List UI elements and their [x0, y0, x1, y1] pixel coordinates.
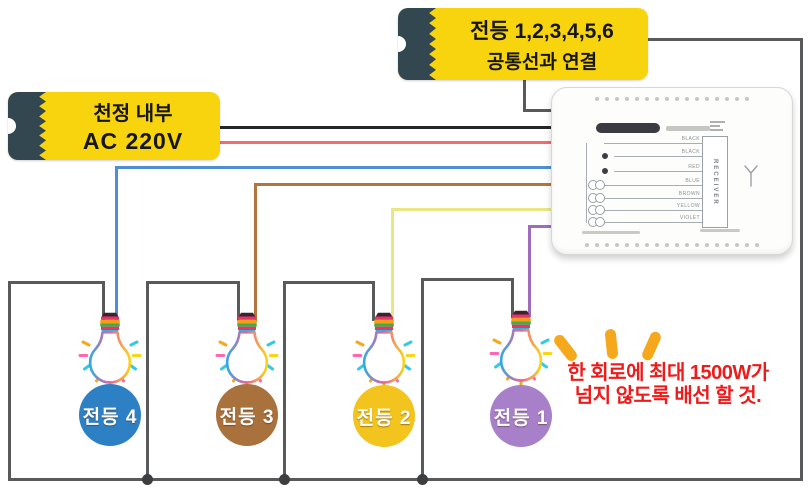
bulb-cap	[100, 312, 120, 333]
lamp3-label-badge: 전등 3	[216, 384, 278, 446]
print-row-black2: BLACK	[602, 149, 702, 159]
print-row-label: BLACK	[681, 149, 700, 155]
print-row-label: BLUE	[685, 178, 700, 184]
print-row-label: BROWN	[678, 191, 700, 197]
vent-dots-top	[552, 97, 792, 101]
cert-mark-icon	[710, 119, 730, 135]
bulb-lamp2	[352, 312, 416, 389]
print-row-yellow: YELLOW	[588, 203, 702, 215]
wire-lamp2-yellow-horizontal	[391, 208, 555, 211]
wire-lamp2-yellow-drop	[391, 208, 394, 322]
wire-lamp3-hook-drop	[237, 281, 240, 321]
emphasis-spark-icon	[640, 330, 663, 362]
lamp4-label: 전등 4	[82, 406, 138, 428]
wire-lamp3-hook-top	[146, 281, 240, 284]
relay-contact-icon	[588, 217, 605, 227]
lamp2-label-badge: 전등 2	[353, 385, 415, 447]
print-row-label: YELLOW	[676, 203, 700, 209]
wire-lamp1-hook-drop	[511, 278, 514, 318]
wire-lamp1-hook-top	[421, 278, 514, 281]
wire-lamp2-riser	[283, 281, 286, 481]
emphasis-spark-icon	[604, 328, 619, 360]
warning-line2: 넘지 않도록 배선 할 것.	[574, 385, 762, 407]
junction-dot-3	[417, 474, 428, 485]
print-row-black1: BLACK	[604, 136, 702, 144]
brand-badge	[596, 123, 660, 133]
warning-note: 한 회로에 최대 1500W가 넘지 않도록 배선 할 것.	[540, 362, 796, 408]
tag-common-line: 전등 1,2,3,4,5,6 공통선과 연결	[398, 8, 648, 80]
tag-power-line2: AC 220V	[82, 128, 184, 154]
wire-common-right-riser	[800, 38, 803, 481]
wire-common-bottom-bus	[8, 478, 803, 481]
print-row-label: VIOLET	[679, 215, 700, 221]
wire-common-tag-to-device	[523, 109, 557, 112]
lamp4-label-badge: 전등 4	[79, 384, 141, 446]
lamp1-label-badge: 전등 1	[490, 385, 552, 447]
lamp2-label: 전등 2	[356, 407, 412, 429]
tag-power-line1: 천정 내부	[93, 103, 173, 125]
junction-dot-2	[279, 474, 290, 485]
bulb-lamp3	[215, 312, 279, 389]
lamp3-label: 전등 3	[219, 406, 275, 428]
tag-common-line2: 공통선과 연결	[486, 51, 598, 73]
print-bus-line	[586, 143, 587, 223]
wire-lamp1-violet-horizontal	[528, 225, 555, 228]
junction-dot-1	[142, 474, 153, 485]
wire-lamp2-hook-drop	[372, 281, 375, 321]
vent-dots-bottom	[552, 243, 792, 247]
tag-notch	[398, 36, 406, 52]
wire-lamp4-hook-drop	[102, 281, 105, 321]
lamp1-label: 전등 1	[493, 407, 549, 429]
bulb-lamp4	[78, 312, 142, 389]
wire-common-left-riser	[8, 281, 11, 481]
switch-receiver-device: BLACK BLACK RED BLUE BROWN YELLOW VIOLET…	[551, 87, 793, 255]
print-row-label: BLACK	[681, 136, 700, 142]
tag-notch	[8, 118, 16, 134]
relay-contact-icon	[588, 180, 605, 190]
bulb-glass	[88, 330, 132, 384]
relay-contact-icon	[588, 193, 605, 203]
print-row-red: RED	[602, 164, 702, 174]
wire-lamp1-violet-drop	[528, 225, 531, 317]
warning-line1: 한 회로에 최대 1500W가	[567, 362, 769, 384]
print-row-violet: VIOLET	[588, 215, 702, 227]
wire-lamp3-riser	[146, 281, 149, 481]
wire-common-top-right	[646, 38, 803, 41]
origin-text-bar	[700, 229, 740, 232]
print-row-brown: BROWN	[588, 191, 702, 203]
terminal-dot	[602, 153, 608, 159]
antenna-icon	[744, 165, 758, 187]
print-row-label: RED	[688, 164, 700, 170]
wire-lamp3-brown-drop	[254, 183, 257, 322]
model-text-bar	[666, 126, 710, 131]
wire-ac-red	[216, 141, 555, 144]
footnote-text-bar	[582, 231, 640, 234]
wire-lamp4-blue-horizontal	[115, 166, 555, 169]
wire-lamp1-riser	[421, 278, 424, 481]
wire-ac-black	[216, 126, 555, 129]
wire-lamp4-blue-drop	[115, 166, 118, 322]
wire-common-tag-drop	[523, 80, 526, 112]
wire-lamp4-hook-top	[8, 281, 105, 284]
wire-lamp3-brown-horizontal	[254, 183, 555, 186]
terminal-dot	[602, 168, 608, 174]
relay-contact-icon	[588, 205, 605, 215]
bulb-lamp1	[489, 310, 553, 387]
wire-lamp2-hook-top	[283, 281, 375, 284]
print-row-blue: BLUE	[588, 178, 702, 190]
tag-ac-power: 천정 내부 AC 220V	[8, 92, 220, 160]
receiver-block: RECEIVER	[702, 136, 728, 228]
receiver-label: RECEIVER	[712, 158, 718, 206]
tag-common-line1: 전등 1,2,3,4,5,6	[470, 19, 614, 43]
